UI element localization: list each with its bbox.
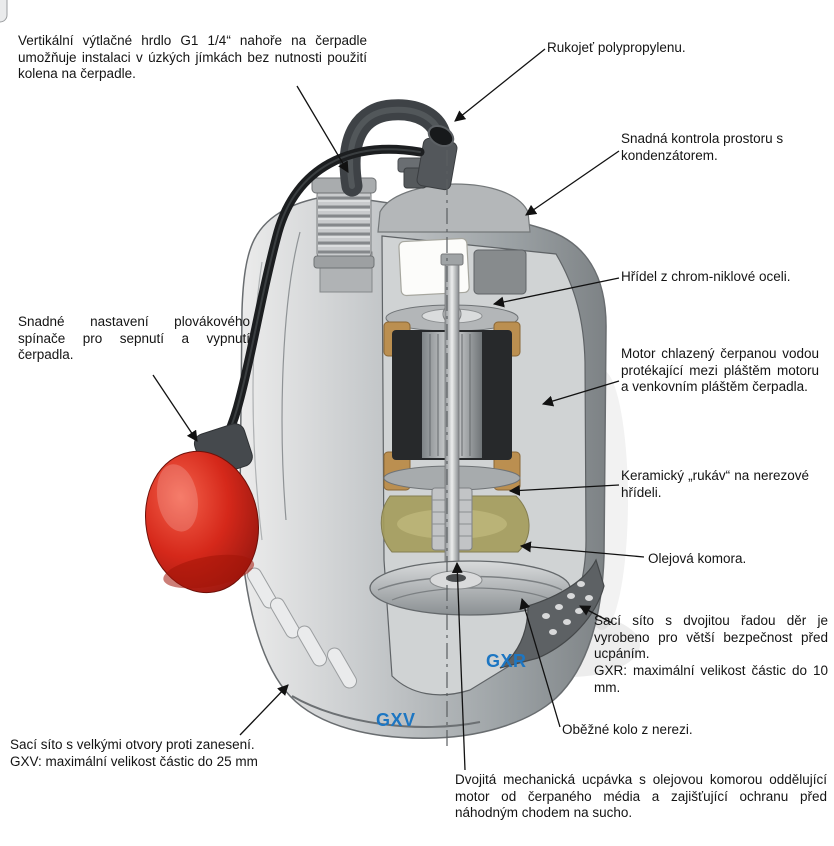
leader-handle — [454, 48, 546, 122]
leader-motor — [541, 380, 620, 407]
leader-impeller — [519, 597, 561, 728]
leader-mech-seal — [451, 561, 466, 771]
power-cable — [208, 144, 425, 463]
model-label-gxv: GXV — [376, 710, 416, 730]
leader-strainer-gxr — [579, 605, 613, 624]
leader-ceramic-sleeve — [508, 484, 620, 496]
callout-shaft: Hřídel z chrom-niklové oceli. — [621, 269, 791, 284]
callout-capacitor: Snadná kontrola prostoru s kondenzátorem… — [621, 131, 784, 163]
callout-mech-seal: Dvojitá mechanická ucpávka s olejovou ko… — [455, 772, 827, 821]
gxr-suction-strainer — [499, 558, 605, 669]
callout-discharge: Vertikální výtlačné hrdlo G1 1/4“ nahoře… — [18, 33, 367, 82]
pump-shaft — [440, 253, 464, 579]
callout-oil-chamber: Olejová komora. — [648, 551, 747, 566]
callout-motor: Motor chlazený čerpanou vodou protékajíc… — [621, 346, 819, 395]
discharge-port — [311, 177, 377, 293]
leader-oil-chamber — [519, 541, 645, 558]
leader-shaft — [492, 277, 620, 308]
callout-float-switch: Snadné nastavení plovákového spínače pro… — [18, 314, 250, 363]
callout-strainer-gxr: Sací síto s dvojitou řadou děr je vyrobe… — [594, 613, 828, 695]
bottom-skirt-shade — [291, 695, 481, 728]
handle-bracket — [416, 137, 458, 191]
leader-capacitor — [525, 150, 620, 216]
gxv-suction-slots — [0, 0, 357, 689]
callout-impeller: Oběžné kolo z nerezi. — [562, 722, 693, 737]
callout-strainer-gxv: Sací síto s velkými otvory proti zanesen… — [10, 737, 258, 769]
leader-float-switch — [152, 374, 198, 442]
callout-handle: Rukojeť polypropylenu. — [547, 40, 686, 55]
model-label-gxr: GXR — [486, 651, 527, 671]
casing-seam — [252, 261, 263, 541]
terminal-block — [473, 249, 527, 295]
leader-strainer-gxv — [239, 684, 289, 736]
callout-ceramic-sleeve: Keramický „rukáv“ na nerezové hřídeli. — [621, 468, 809, 500]
casing-seam — [281, 231, 301, 521]
top-cap — [377, 183, 531, 233]
float-switch — [144, 423, 260, 594]
leader-discharge — [296, 85, 349, 173]
